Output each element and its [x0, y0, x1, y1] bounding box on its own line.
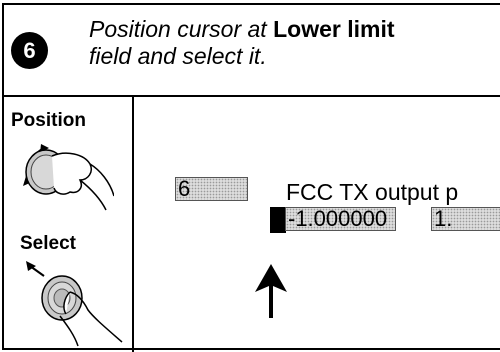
instruction-panel-border: [2, 3, 500, 350]
up-arrow-icon: [255, 264, 287, 318]
control-column-divider: [132, 95, 134, 352]
cursor-indicator: [270, 207, 286, 233]
position-knob-icon[interactable]: [14, 136, 114, 216]
instruction-field-name: Lower limit: [273, 16, 395, 42]
select-knob-icon[interactable]: [14, 258, 124, 348]
header-divider: [2, 95, 500, 97]
instruction-line2: field and select it.: [89, 43, 267, 69]
parameter-row-label: FCC TX output p: [286, 179, 459, 205]
instruction-text: Position cursor at Lower limit field and…: [89, 16, 395, 70]
lower-limit-field[interactable]: -1.000000: [285, 207, 396, 231]
step-number-badge: 6: [11, 32, 48, 69]
upper-limit-field[interactable]: 1.: [431, 207, 500, 231]
position-label: Position: [11, 110, 86, 131]
select-label: Select: [20, 233, 76, 254]
index-field: 6: [175, 177, 248, 201]
instruction-prefix: Position cursor at: [89, 16, 267, 42]
